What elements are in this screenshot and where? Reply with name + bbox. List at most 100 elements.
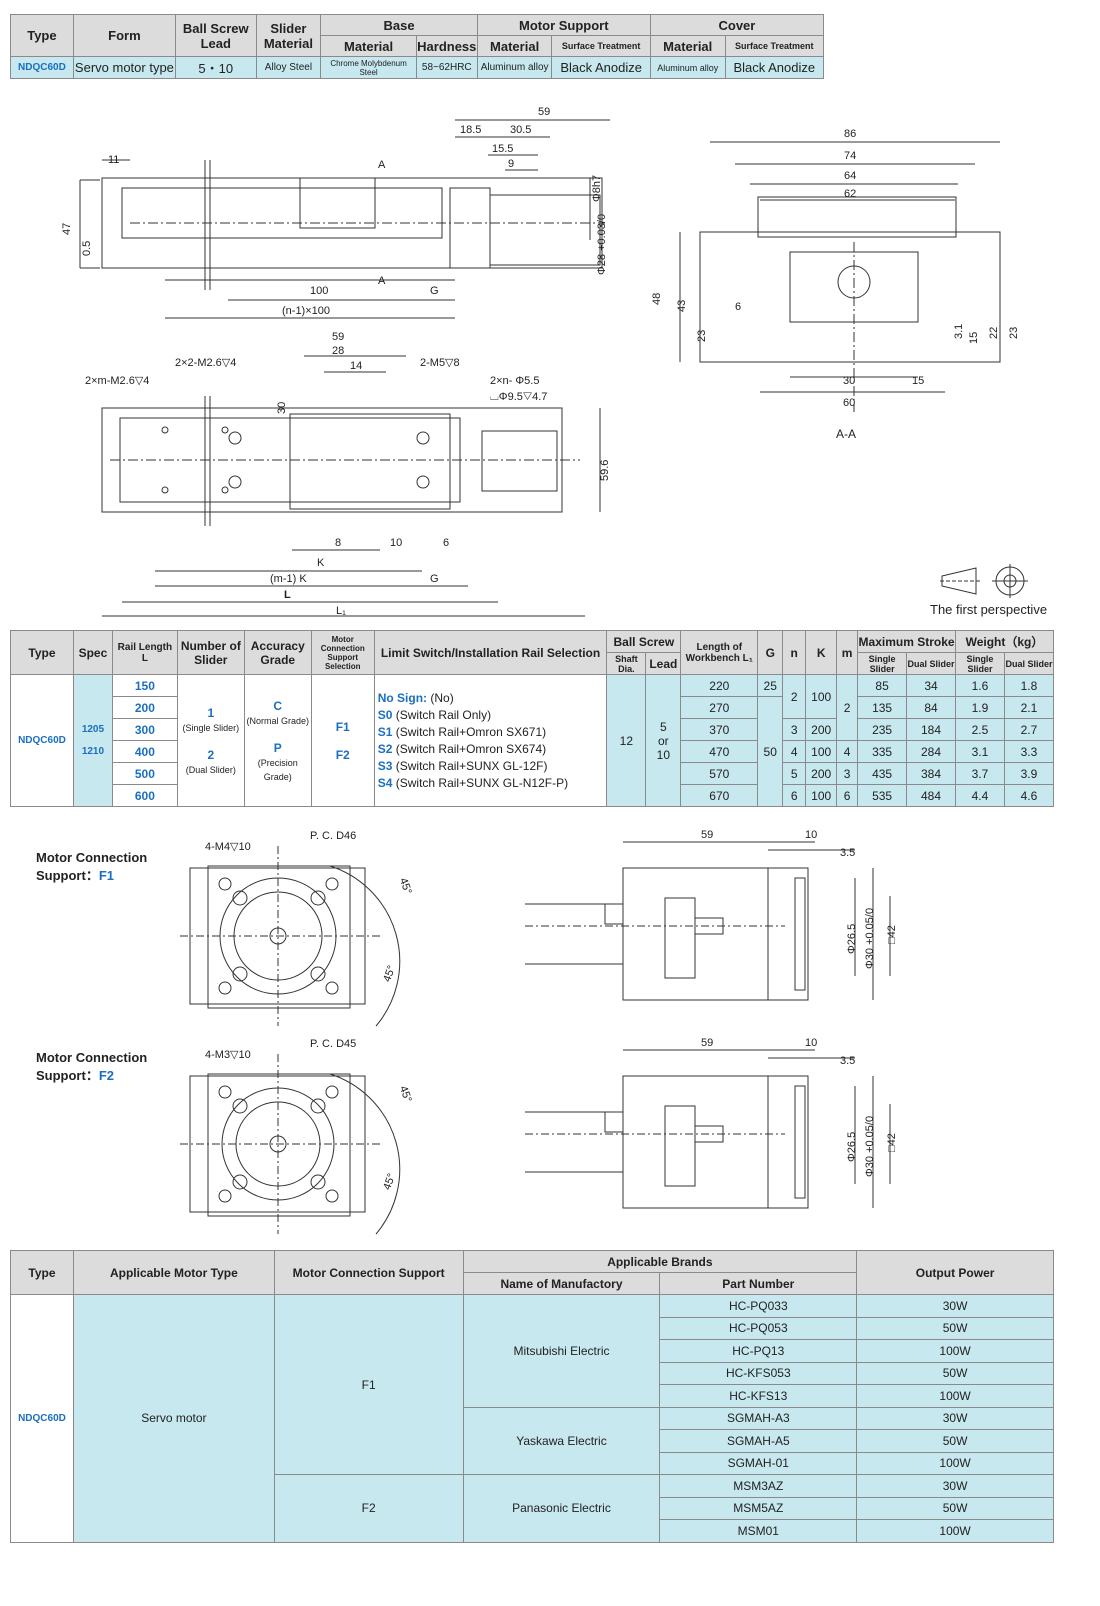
- sel-limit-options: No Sign: (No) S0 (Switch Rail Only) S1 (…: [373, 674, 608, 807]
- f2-angle-top: 45°: [397, 1084, 414, 1104]
- motor-f1-title2: Support：: [36, 868, 99, 883]
- sel-th-g: G: [757, 630, 784, 675]
- plan-dim-m-1-k: (m-1) K: [270, 573, 307, 585]
- mot-th-motor-type: Applicable Motor Type: [72, 1250, 275, 1295]
- dim-n-1-100: (n-1)×100: [282, 305, 330, 317]
- sel-ss-1: 135: [857, 696, 908, 719]
- dim-15-v: 15: [968, 332, 980, 344]
- sel-th-limit: Limit Switch/Installation Rail Selection: [373, 630, 608, 675]
- motor-f1-title: Motor Connection: [36, 850, 148, 865]
- sel-ws-0: 1.6: [954, 674, 1005, 697]
- plan-dim-k: K: [317, 557, 325, 569]
- f1-dim-3-5: 3.5: [840, 847, 855, 859]
- mot-manuf-panasonic: Panasonic Electric: [462, 1474, 661, 1543]
- mot-th-power: Output Power: [856, 1250, 1054, 1295]
- f2-note-m3: 4-M3▽10: [205, 1049, 251, 1061]
- sel-th-m: m: [836, 630, 859, 675]
- th-cover-surface: Surface Treatment: [724, 35, 825, 57]
- sel-th-n: n: [782, 630, 807, 675]
- motor-f1-label: Motor Connection Support：F1: [36, 850, 147, 884]
- limit-code-3: S2: [377, 741, 393, 756]
- sel-ws-2: 2.5: [954, 718, 1005, 741]
- plan-slider: [289, 413, 451, 510]
- sel-spec-1210: 1210: [81, 746, 105, 757]
- perspective-caption: The first perspective: [930, 602, 1048, 617]
- th-cover-material: Material: [649, 35, 726, 57]
- mot-conn-f1: F1: [273, 1294, 464, 1475]
- sel-rail-200: 200: [111, 696, 178, 719]
- limit-code-5: S4: [377, 775, 393, 790]
- mot-th-type: Type: [10, 1250, 74, 1295]
- f2-dim-59: 59: [701, 1037, 713, 1049]
- motor-f2-flange-drawing: 4-M3▽10 P. C. D45 45° 45°: [180, 1038, 414, 1235]
- f1-note-m4: 4-M4▽10: [205, 841, 251, 853]
- plan-dim-14: 14: [350, 360, 362, 372]
- motor-f2-code: F2: [98, 1068, 114, 1083]
- sel-slider-2: 2: [207, 747, 215, 762]
- mot-power: 30W: [856, 1294, 1054, 1318]
- sel-grade-p: P: [273, 740, 282, 755]
- cell-lead: 5・10: [175, 56, 257, 79]
- sel-th-lead: Lead: [645, 652, 682, 675]
- f1-note-pcd: P. C. D46: [310, 830, 356, 842]
- sel-mc-f2: F2: [335, 747, 350, 762]
- sel-th-max-stroke: Maximum Stroke: [857, 630, 956, 653]
- sel-sd-5: 484: [906, 784, 956, 807]
- mot-manuf-yaskawa: Yaskawa Electric: [462, 1406, 661, 1475]
- mot-conn-f2: F2: [273, 1474, 464, 1543]
- th-base-material: Material: [320, 35, 417, 57]
- limit-desc-1: (Switch Rail Only): [395, 707, 492, 722]
- f2-angle-bottom: 45°: [381, 1172, 398, 1192]
- sel-th-shaft: Shaft Dia.: [606, 652, 647, 675]
- plan-dim-28: 28: [332, 345, 344, 357]
- dim-23-right: 23: [1008, 327, 1020, 339]
- limit-code-0: No Sign:: [377, 690, 428, 705]
- dim-phi8: Φ8h7: [591, 175, 603, 202]
- dim-18-5: 18.5: [460, 124, 481, 136]
- sel-sd-3: 284: [906, 740, 956, 763]
- sel-m-0: 2: [836, 674, 859, 741]
- f2-dim-sq42: □42: [886, 1133, 898, 1152]
- mot-part: SGMAH-A3: [659, 1406, 858, 1430]
- sel-wd-0: 1.8: [1003, 674, 1055, 697]
- mot-power: 50W: [856, 1496, 1054, 1520]
- mot-part: MSM3AZ: [659, 1474, 858, 1498]
- note-2x2-m2-6: 2×2-M2.6▽4: [175, 357, 236, 369]
- sel-k-2: 200: [805, 718, 838, 741]
- motor-f1-code: F1: [98, 868, 114, 883]
- f2-dim-3-5: 3.5: [840, 1055, 855, 1067]
- dim-60: 60: [843, 397, 855, 409]
- mot-motor: Servo motor: [72, 1294, 275, 1543]
- mot-part: MSM5AZ: [659, 1496, 858, 1520]
- dim-3-1: 3.1: [953, 324, 965, 339]
- plan-dim-8: 8: [335, 537, 341, 549]
- section-a-bottom: A: [378, 275, 386, 287]
- sel-grades: C(Normal Grade)P(Precision Grade): [243, 674, 312, 807]
- th-hardness: Hardness: [415, 35, 478, 57]
- f1-dim-phi26-5: Φ26.5: [846, 924, 858, 954]
- dim-30: 30: [843, 375, 855, 387]
- sel-wd-2: 2.7: [1003, 718, 1055, 741]
- sel-l1-4: 570: [680, 762, 759, 785]
- sel-sd-2: 184: [906, 718, 956, 741]
- mot-th-manuf: Name of Manufactory: [462, 1272, 661, 1295]
- sel-n-5: 6: [782, 784, 807, 807]
- th-lead: Ball Screw Lead: [175, 14, 257, 57]
- sel-sd-1: 84: [906, 696, 956, 719]
- mot-power: 100W: [856, 1451, 1054, 1475]
- sel-grade-c: C: [273, 698, 283, 713]
- sel-ws-4: 3.7: [954, 762, 1005, 785]
- dim-11: 11: [108, 154, 119, 166]
- th-motor-support: Motor Support: [476, 14, 651, 36]
- sel-sd-4: 384: [906, 762, 956, 785]
- sel-mc-f1: F1: [335, 719, 350, 734]
- plan-view-drawing: 59 28 14 30 59.6 8 10 6 K (m-1) K G L L₁…: [85, 331, 611, 617]
- limit-desc-3: (Switch Rail+Omron SX674): [395, 741, 547, 756]
- f1-angle-top: 45°: [397, 876, 414, 896]
- mot-power: 100W: [856, 1519, 1054, 1543]
- dim-phi28: Φ28 +0.03/0: [596, 214, 608, 275]
- sel-ws-3: 3.1: [954, 740, 1005, 763]
- dim-15: 15: [912, 375, 924, 387]
